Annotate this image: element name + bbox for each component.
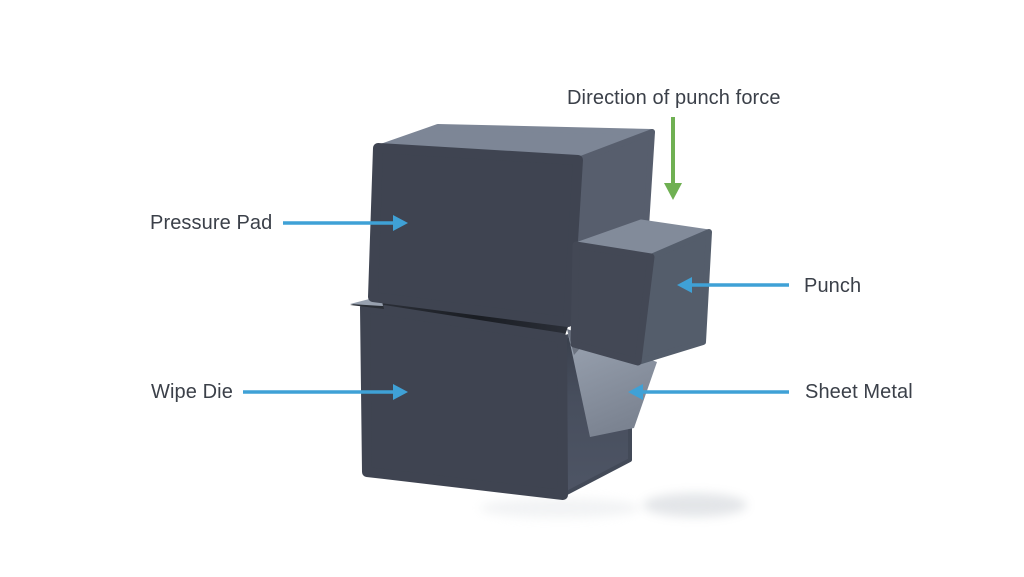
pressure-pad-label: Pressure Pad bbox=[150, 212, 273, 234]
die-ground-shadow bbox=[480, 498, 640, 518]
punch-front-face bbox=[570, 241, 655, 366]
punch-arrow bbox=[677, 277, 789, 293]
punch-label: Punch bbox=[804, 275, 862, 297]
wipe-die-label: Wipe Die bbox=[151, 381, 233, 403]
punch-arrow-head bbox=[677, 277, 692, 293]
punch-force-label: Direction of punch force bbox=[567, 87, 781, 109]
sheet-metal-label: Sheet Metal bbox=[805, 381, 913, 403]
pressure-pad-arrow bbox=[283, 215, 408, 231]
sheet-metal-arrow-head bbox=[628, 384, 643, 400]
wipe-die-front-face bbox=[360, 302, 568, 500]
punch-ground-shadow bbox=[643, 493, 747, 517]
sheet-metal-arrow bbox=[628, 384, 789, 400]
wipe-die-arrow-head bbox=[393, 384, 408, 400]
pressure-pad-arrow-head bbox=[393, 215, 408, 231]
punch-force-arrow-head bbox=[664, 183, 682, 200]
pressure-pad-front-face bbox=[368, 143, 583, 327]
wipe-die-arrow bbox=[243, 384, 408, 400]
